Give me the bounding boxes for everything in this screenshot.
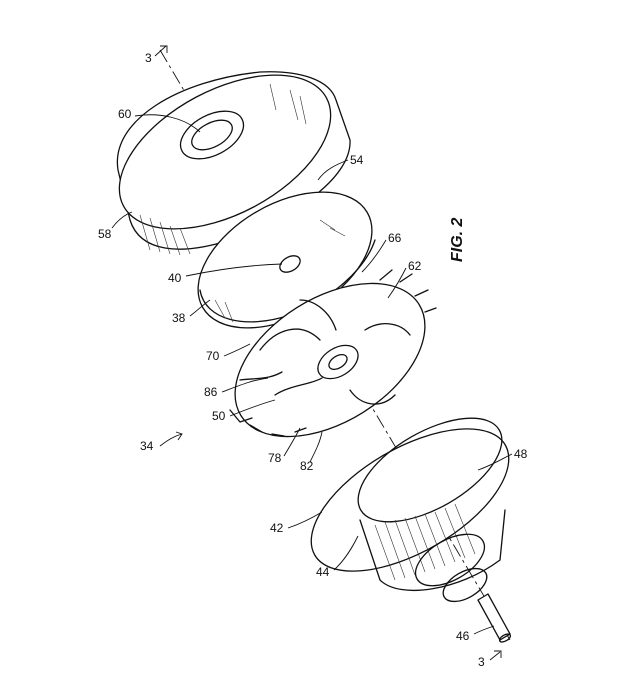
shaft-component <box>477 593 512 643</box>
label-58: 58 <box>98 227 112 241</box>
label-section-top: 3 <box>145 51 152 65</box>
label-44: 44 <box>316 565 330 579</box>
base-housing-component <box>310 417 510 603</box>
label-40: 40 <box>168 271 182 285</box>
label-82: 82 <box>300 459 314 473</box>
label-66: 66 <box>388 231 402 245</box>
impeller-component <box>229 269 437 438</box>
label-section-bottom: 3 <box>478 655 485 669</box>
label-86: 86 <box>204 385 218 399</box>
label-50: 50 <box>212 409 226 423</box>
label-62: 62 <box>408 259 422 273</box>
figure-caption: FIG. 2 <box>449 217 466 262</box>
label-46: 46 <box>456 629 470 643</box>
label-70: 70 <box>206 349 220 363</box>
label-48: 48 <box>514 447 528 461</box>
label-38: 38 <box>172 311 186 325</box>
label-60: 60 <box>118 107 132 121</box>
label-42: 42 <box>270 521 284 535</box>
label-54: 54 <box>350 153 364 167</box>
reference-labels: 3 60 54 58 40 38 66 62 FIG. 2 70 86 50 <box>98 45 528 669</box>
label-78: 78 <box>268 451 282 465</box>
label-assembly-34: 34 <box>140 439 154 453</box>
